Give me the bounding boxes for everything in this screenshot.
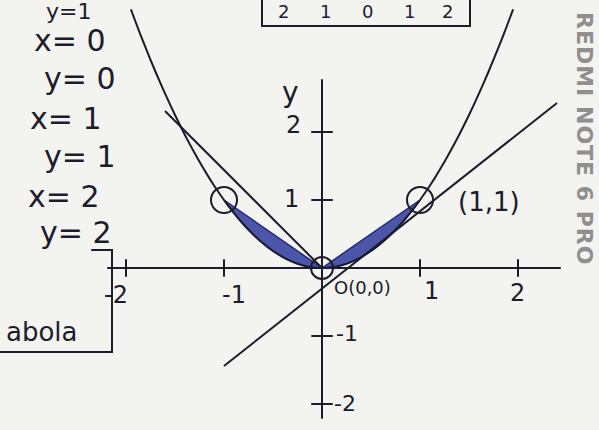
tick-number: -2 <box>334 392 356 416</box>
tick-number: -1 <box>222 282 246 308</box>
tick <box>312 403 332 405</box>
tick-number: -1 <box>336 322 358 346</box>
table-cell: 2 <box>278 2 289 22</box>
note-text: x= 1 <box>30 102 102 135</box>
axis-label: y <box>282 78 299 109</box>
point-circle <box>311 257 333 279</box>
note-text: y= 1 <box>44 140 116 173</box>
line-y-x <box>224 103 557 366</box>
tick-number: 2 <box>510 280 525 306</box>
parabola-curve <box>131 9 513 268</box>
table-cell: 0 <box>362 2 373 22</box>
note-text: x= 0 <box>34 24 106 57</box>
tick <box>223 260 225 276</box>
table-cell: 1 <box>320 2 331 22</box>
tick <box>419 260 421 276</box>
y-axis <box>321 80 323 418</box>
note-text: abola <box>6 318 78 347</box>
origin-label: O(0,0) <box>334 278 391 298</box>
note-text: y= 0 <box>44 62 116 95</box>
table-outline <box>262 0 470 26</box>
tick-number: 1 <box>424 278 439 304</box>
point-circle <box>211 187 237 213</box>
watermark: REDMI NOTE 6 PRO <box>572 12 596 266</box>
tick-number: 2 <box>286 112 301 138</box>
tick-number: 1 <box>284 186 299 212</box>
tick <box>312 335 332 337</box>
table-cell: 1 <box>404 2 415 22</box>
line-y-minus-x <box>165 111 322 268</box>
tick-number: -2 <box>104 282 128 308</box>
tick <box>517 260 519 276</box>
note-text: x= 2 <box>28 180 100 213</box>
table-cell: 2 <box>442 2 453 22</box>
tick <box>125 260 127 276</box>
note-text: y=1 <box>46 0 91 24</box>
tick <box>312 131 332 133</box>
point-circle <box>407 187 433 213</box>
bracket <box>0 250 112 352</box>
note-text: y= 2 <box>40 216 112 249</box>
tick <box>312 199 332 201</box>
point-label: (1,1) <box>458 188 520 217</box>
